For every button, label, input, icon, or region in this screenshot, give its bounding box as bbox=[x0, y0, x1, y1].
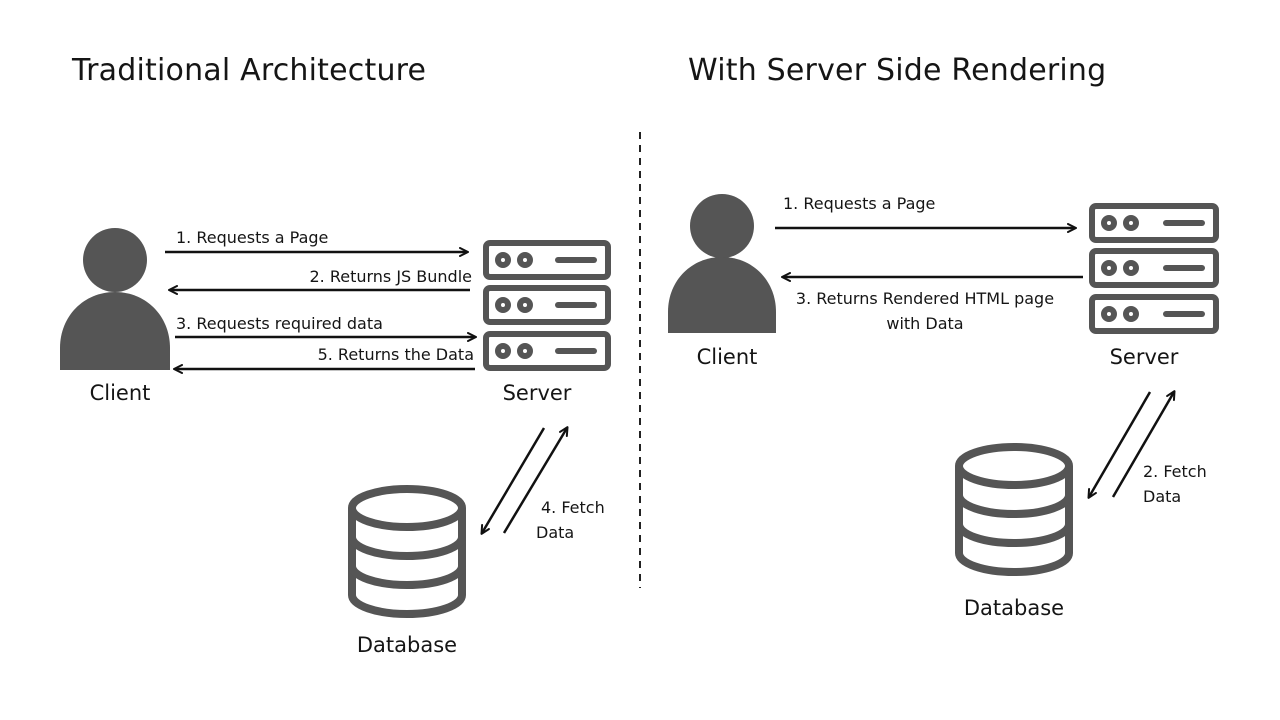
step-returns-html: 3. Returns Rendered HTML page with Data bbox=[775, 286, 1075, 336]
step-requests-page: 1. Requests a Page bbox=[783, 194, 936, 213]
step-returns-html-line1: 3. Returns Rendered HTML page bbox=[795, 289, 1055, 308]
database-label: Database bbox=[356, 633, 458, 657]
step-returns-html-line2: with Data bbox=[886, 314, 964, 333]
step-fetch-line2: Data bbox=[1143, 487, 1182, 506]
server-label: Server bbox=[1109, 345, 1179, 369]
client-label: Client bbox=[89, 381, 151, 405]
arrow-fetch-down bbox=[480, 427, 546, 535]
client-label: Client bbox=[696, 345, 758, 369]
section-title-traditional: Traditional Architecture bbox=[72, 53, 427, 88]
step-requests-data: 3. Requests required data bbox=[176, 314, 383, 333]
arrow-fetch-down bbox=[1087, 391, 1152, 499]
server-rack-icon bbox=[483, 240, 611, 371]
step-fetch-line1: 2. Fetch bbox=[1143, 462, 1207, 481]
user-icon bbox=[60, 228, 170, 370]
database-icon bbox=[955, 443, 1073, 576]
step-returns-bundle: 2. Returns JS Bundle bbox=[309, 267, 472, 286]
step-fetch-line2: Data bbox=[536, 523, 575, 542]
arrow-fetch-up bbox=[502, 426, 569, 534]
database-icon bbox=[348, 485, 466, 618]
user-icon bbox=[668, 194, 776, 333]
server-rack-icon bbox=[1089, 203, 1219, 334]
step-fetch-data: 4. Fetch Data bbox=[536, 495, 605, 545]
database-label: Database bbox=[963, 596, 1065, 620]
arrow-fetch-up bbox=[1111, 390, 1176, 498]
step-returns-data: 5. Returns the Data bbox=[317, 345, 474, 364]
step-fetch-line1: 4. Fetch bbox=[541, 498, 605, 517]
step-fetch-data: 2. Fetch Data bbox=[1143, 459, 1207, 509]
section-title-ssr: With Server Side Rendering bbox=[688, 53, 1107, 88]
server-label: Server bbox=[502, 381, 572, 405]
step-requests-page: 1. Requests a Page bbox=[176, 228, 329, 247]
